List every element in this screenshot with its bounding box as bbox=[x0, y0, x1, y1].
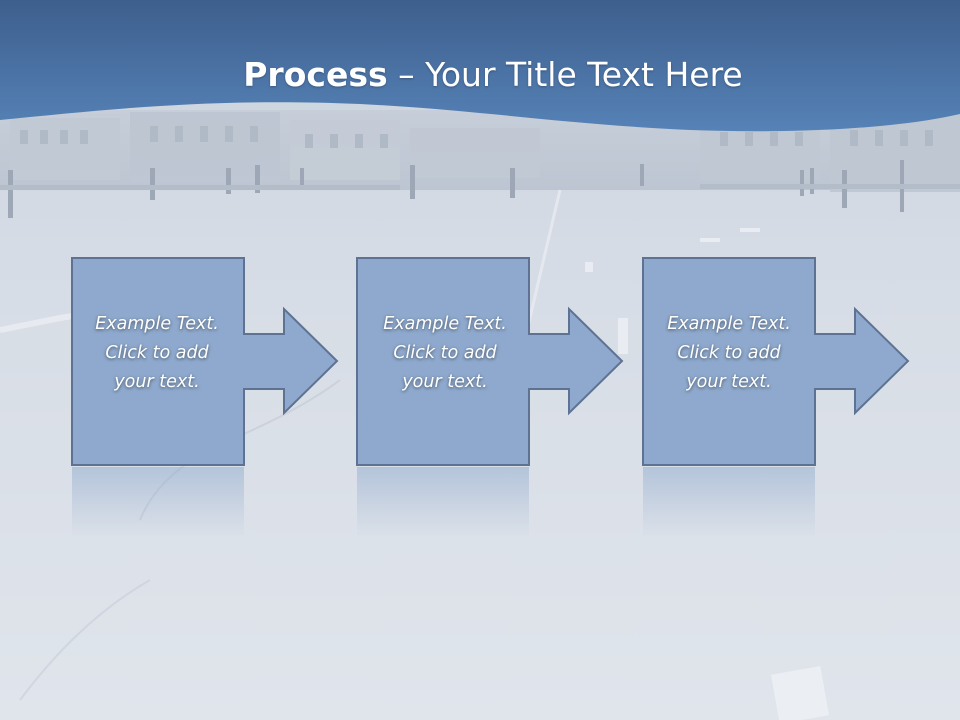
step-line: your text. bbox=[114, 372, 200, 392]
step-line: Click to add bbox=[677, 343, 781, 363]
step-line: Click to add bbox=[393, 343, 497, 363]
step-line: your text. bbox=[686, 372, 772, 392]
step-line: Example Text. bbox=[667, 314, 791, 334]
process-step-shape-1[interactable] bbox=[71, 257, 339, 466]
title-bold: Process bbox=[243, 55, 388, 94]
process-step-shape-3[interactable] bbox=[642, 257, 910, 466]
step-line: Click to add bbox=[105, 343, 209, 363]
step-line: your text. bbox=[402, 372, 488, 392]
page-title: Process – Your Title Text Here bbox=[0, 52, 960, 98]
title-rest: – Your Title Text Here bbox=[387, 55, 743, 94]
step-line: Example Text. bbox=[383, 314, 507, 334]
step-text-3[interactable]: Example Text. Click to add your text. bbox=[644, 310, 814, 397]
step-line: Example Text. bbox=[95, 314, 219, 334]
process-step-shape-2[interactable] bbox=[356, 257, 624, 466]
step-text-1[interactable]: Example Text. Click to add your text. bbox=[72, 310, 242, 397]
step-text-2[interactable]: Example Text. Click to add your text. bbox=[360, 310, 530, 397]
